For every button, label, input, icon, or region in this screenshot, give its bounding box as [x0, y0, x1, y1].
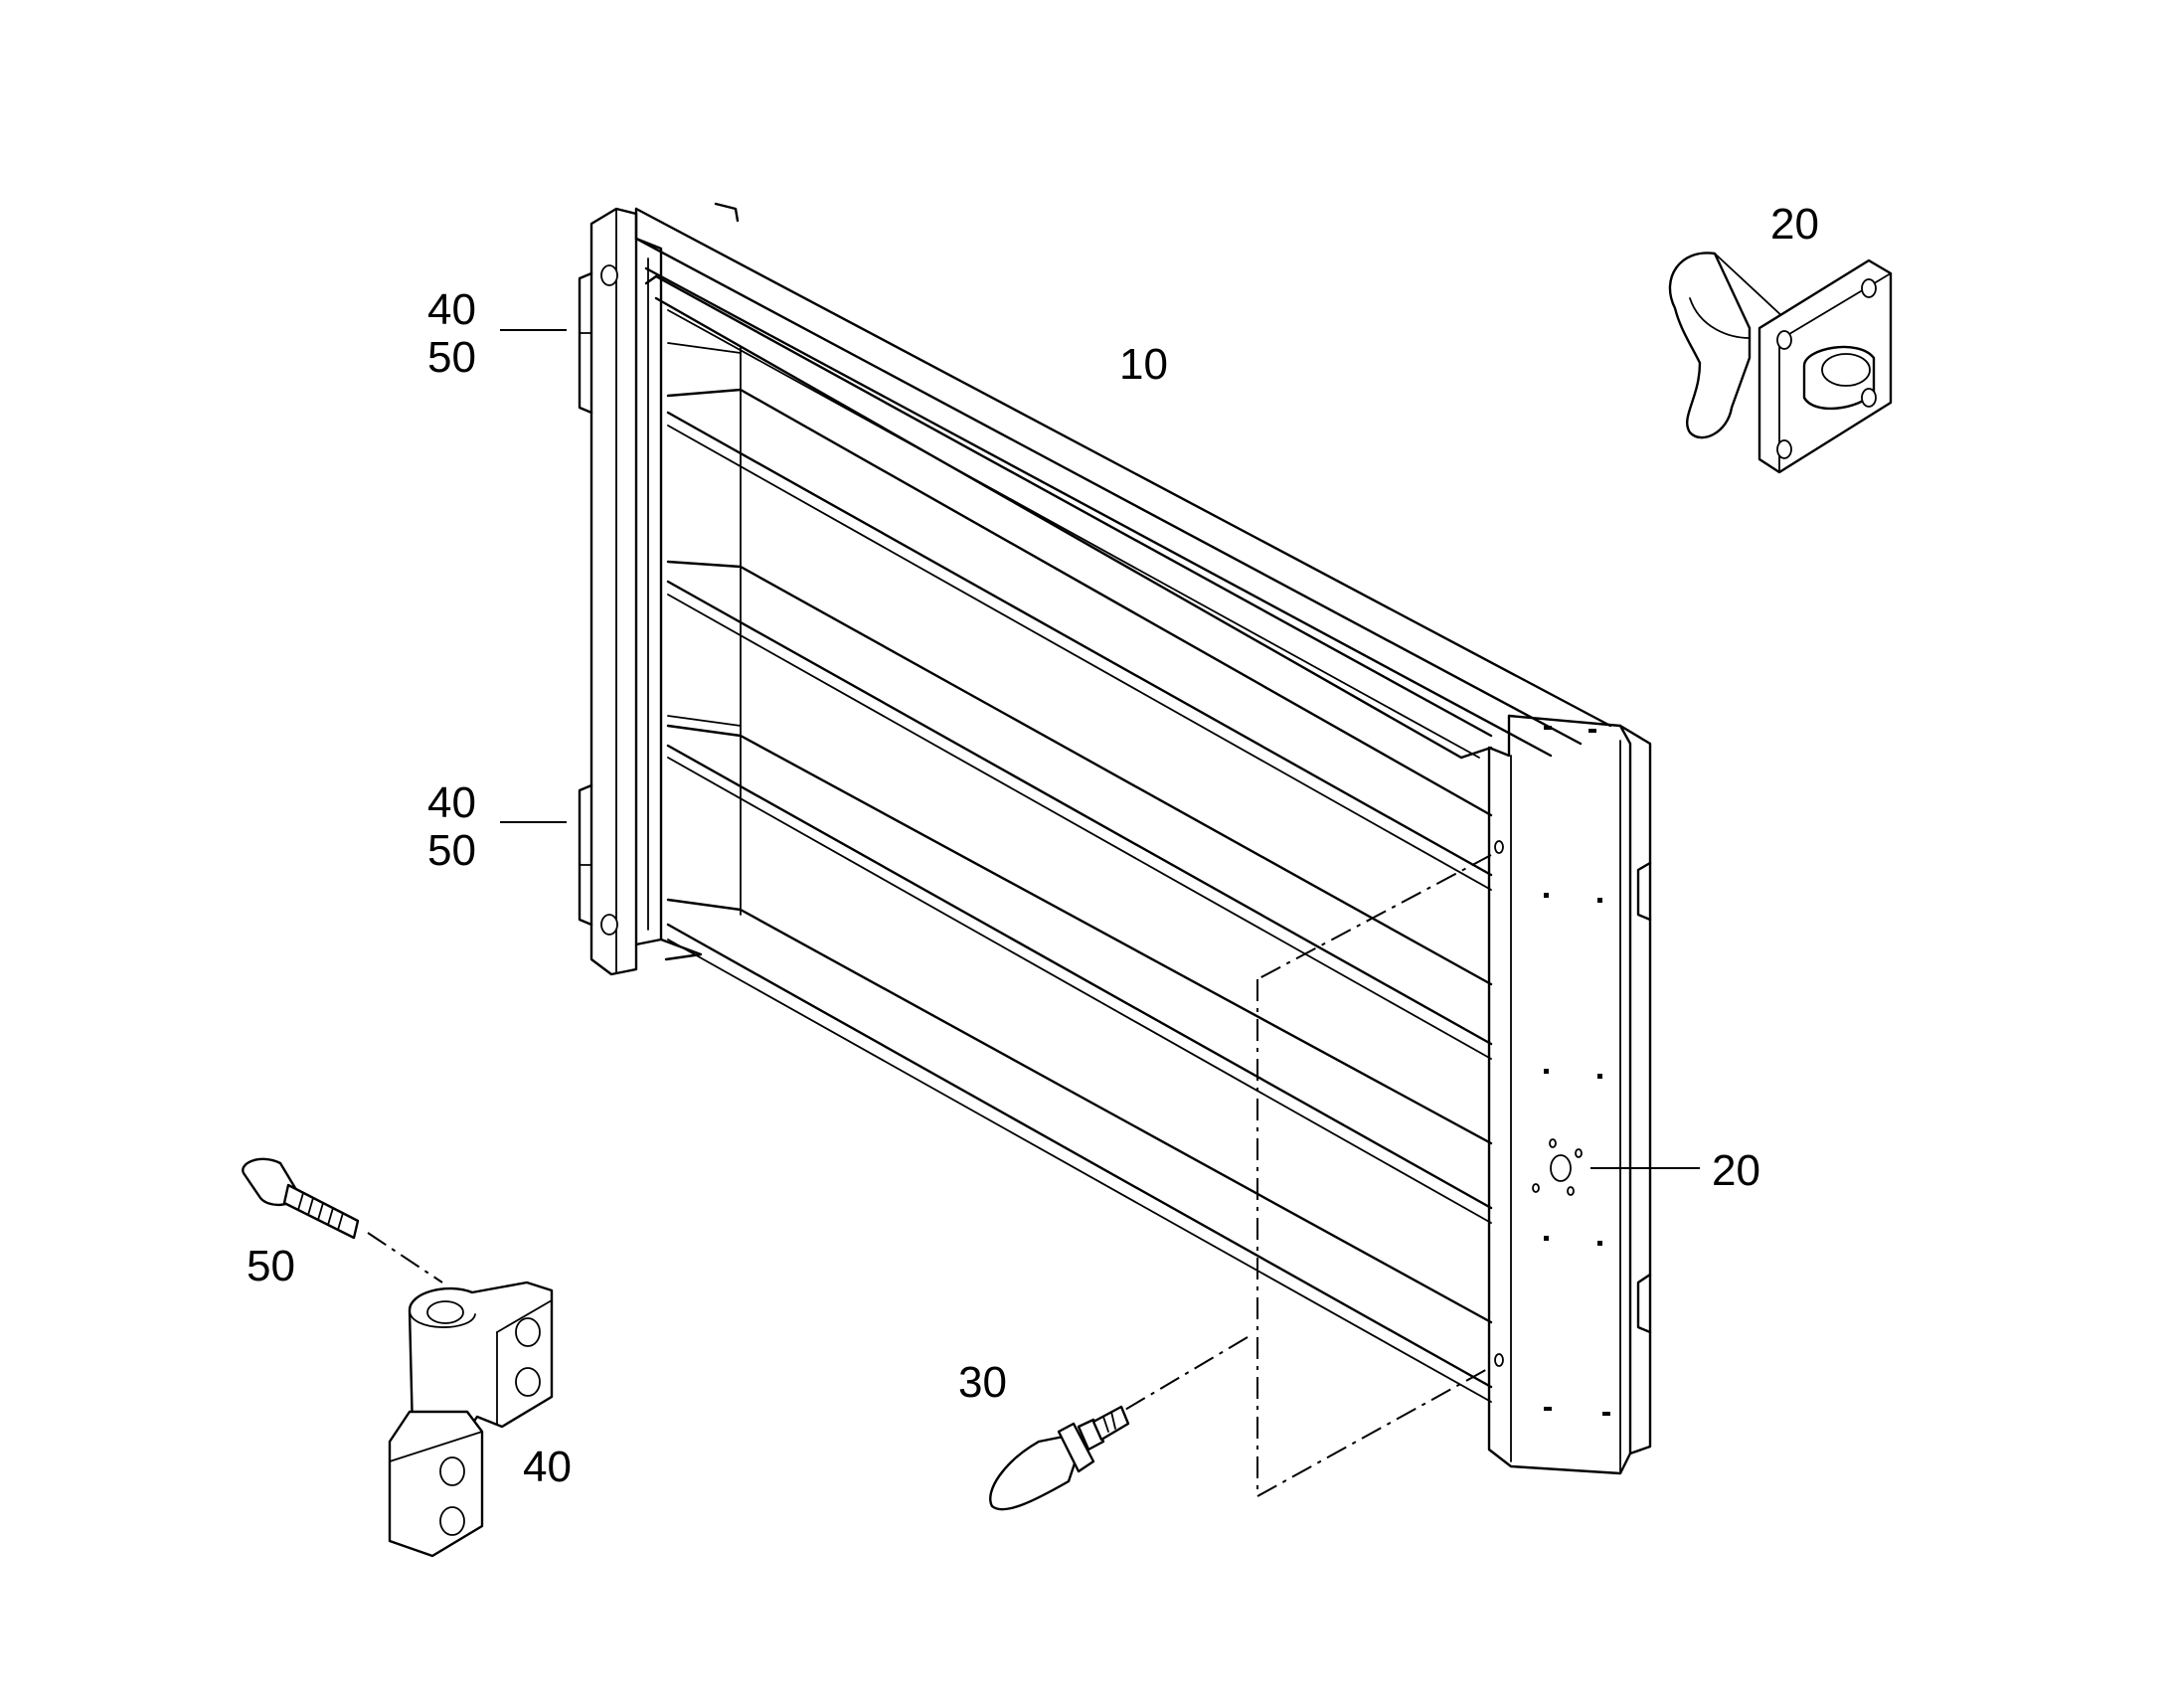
callout-label: 40 — [523, 1443, 572, 1491]
callout-label: 40 — [427, 285, 476, 334]
callout-label: 50 — [247, 1242, 295, 1290]
callout-label: 50 — [427, 826, 476, 875]
assembly-lines — [367, 854, 1492, 1497]
callout-label: 20 — [1770, 200, 1819, 249]
door-frame — [578, 202, 1652, 1475]
callout-label: 10 — [1119, 340, 1168, 389]
hinge — [388, 1281, 554, 1558]
rubber-buffer — [989, 1405, 1130, 1511]
callout-label: 50 — [427, 333, 476, 382]
callout-label: 40 — [427, 778, 476, 827]
cap-screw — [242, 1157, 360, 1240]
callout-label: 20 — [1712, 1146, 1760, 1195]
callout-label: 30 — [958, 1358, 1007, 1407]
callout-leaders — [500, 329, 1700, 1169]
mount-bracket-detail — [1668, 252, 1893, 474]
